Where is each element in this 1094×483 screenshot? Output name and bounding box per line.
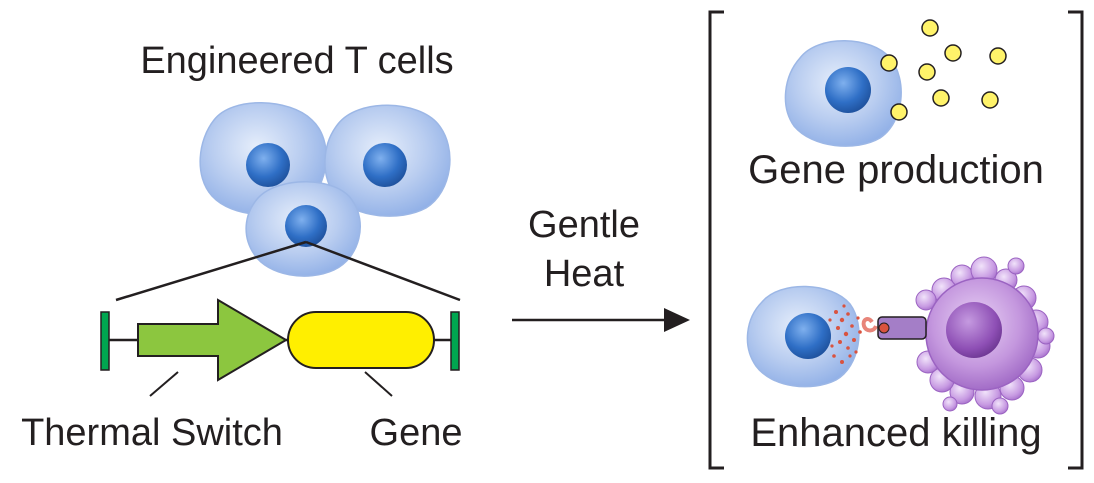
- secreted-proteins: [880, 19, 1007, 121]
- nucleus: [246, 143, 290, 187]
- gene-block: [287, 311, 435, 369]
- gene-pointer-line: [364, 371, 393, 397]
- t-cell-right: [324, 104, 451, 217]
- thermal-switch-arrow: [137, 298, 288, 382]
- gene-production-label: Gene production: [748, 148, 1044, 192]
- t-cell-bottom: [245, 181, 361, 277]
- right-bracket-group: [708, 10, 1084, 470]
- enhanced-killing-label: Enhanced killing: [750, 411, 1041, 455]
- zoom-lines: [115, 240, 461, 302]
- tumor-nucleus: [946, 302, 1002, 358]
- nucleus: [363, 143, 407, 187]
- target-antigen: [877, 316, 927, 340]
- left-insulator: [100, 311, 110, 371]
- binding-site: [878, 322, 890, 334]
- gentle-label: Gentle: [528, 204, 640, 246]
- engineered-t-cells-title: Engineered T cells: [140, 40, 453, 82]
- tumor-cell: [915, 256, 1055, 415]
- nucleus: [825, 67, 871, 113]
- nucleus: [785, 313, 831, 359]
- receptor-claw: [861, 317, 878, 333]
- heat-label: Heat: [544, 253, 625, 295]
- nucleus: [285, 205, 327, 247]
- thermal-switch-label: Thermal Switch: [21, 412, 283, 454]
- left-bracket: [708, 10, 724, 470]
- immune-synapse: [861, 316, 927, 340]
- cytotoxic-granules: [828, 304, 862, 364]
- secreting-t-cell: [784, 40, 902, 147]
- genetic-construct: [100, 298, 460, 382]
- killer-t-cell: [746, 285, 860, 388]
- right-bracket: [1068, 10, 1084, 470]
- gene-label: Gene: [370, 412, 463, 454]
- right-insulator: [450, 311, 460, 371]
- switch-pointer-line: [149, 371, 179, 397]
- heat-arrow: [512, 308, 690, 332]
